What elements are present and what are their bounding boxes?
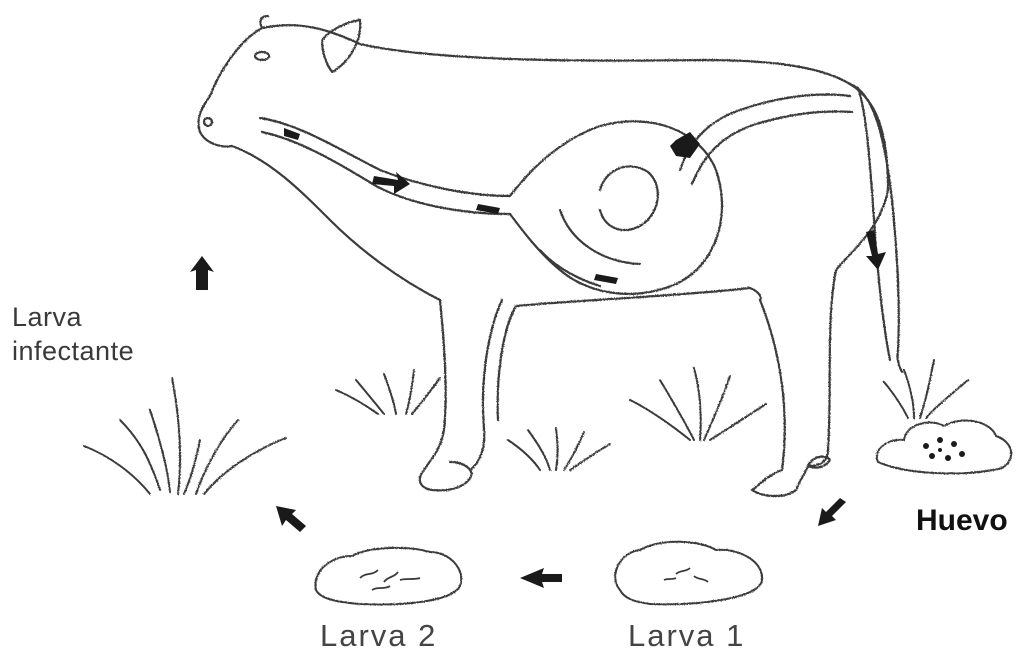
grass-tuft — [84, 378, 286, 494]
parasite-arrow — [670, 132, 700, 158]
cow-illustration — [198, 16, 902, 496]
label-larva-2: Larva 2 — [320, 618, 437, 654]
grass-tuft — [336, 370, 440, 414]
label-larva-1: Larva 1 — [628, 618, 745, 654]
cycle-arrow-left — [520, 568, 562, 588]
dung-pile-huevo — [877, 421, 1011, 474]
cycle-arrow-down-left-huevo — [818, 498, 846, 526]
label-huevo: Huevo — [916, 504, 1008, 538]
parasite-arrow — [594, 274, 618, 284]
parasite-path-arrows — [284, 128, 886, 284]
label-larva-infectante-line2: infectante — [12, 336, 134, 367]
grass-tuft — [508, 428, 610, 470]
grass-tuft — [630, 368, 766, 440]
cycle-arrow-up — [190, 256, 214, 290]
egg-marks — [923, 437, 965, 461]
label-larva-infectante-line1: Larva — [12, 302, 82, 333]
cycle-arrow-up-left — [276, 506, 306, 532]
grass-tuft — [884, 360, 968, 418]
dung-pile-larva2 — [315, 548, 461, 605]
dung-pile-larva1 — [615, 542, 762, 605]
